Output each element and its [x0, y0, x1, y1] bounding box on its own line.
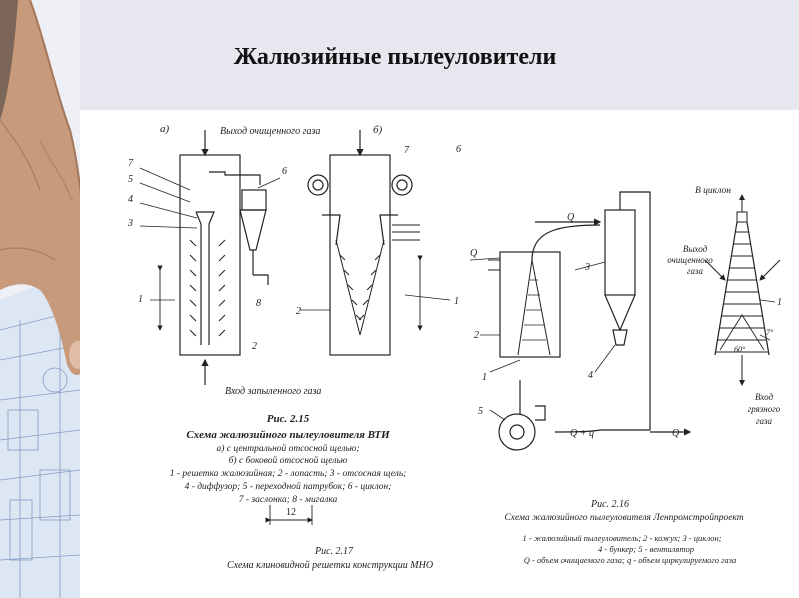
fig216-caption-title: Рис. 2.16: [590, 499, 629, 510]
cone-out-line1: Выход: [683, 244, 708, 254]
fig216-q-in: Q: [470, 248, 478, 259]
fig217-caption-title: Рис. 2.17: [314, 546, 354, 557]
fig215a-num-4: 4: [128, 194, 133, 205]
fig215b-num-6: 6: [456, 144, 461, 155]
cone-in-line3: газа: [756, 416, 773, 426]
fig216-diagram: [469, 191, 692, 451]
fig215a-num-2: 2: [252, 341, 257, 352]
fig215a-num-1: 1: [138, 294, 143, 305]
fig215a-num-3: 3: [127, 218, 133, 229]
title-band: [80, 0, 799, 110]
fig215-caption-line-a: а) с центральной отсосной щелью;: [216, 443, 359, 454]
cone-out-line2: очищенного: [667, 255, 713, 265]
cone-out-line3: газа: [687, 266, 704, 276]
fig215-caption-name: Схема жалюзийного пылеуловителя ВТИ: [186, 429, 390, 441]
fig215a-num-7: 7: [128, 158, 134, 169]
fig215-legend-3: 7 - заслонка; 8 - мигалка: [239, 495, 338, 505]
hand-illustration: [0, 0, 80, 598]
fig215b-num-1: 1: [454, 296, 459, 307]
fig216-q: Q: [567, 212, 575, 223]
fig216-num-3: 3: [584, 262, 590, 273]
fig215-label-a: а): [160, 123, 170, 135]
fig216-legend-2: 4 - бункер; 5 - вентилятор: [598, 544, 694, 554]
fig215a-num-6: 6: [282, 166, 287, 177]
fig216-num-4: 4: [588, 370, 593, 381]
cone-diagram: [704, 194, 781, 386]
cone-to-cyclone: В циклон: [695, 186, 731, 196]
slide-title: Жалюзийные пылеуловители: [233, 44, 557, 70]
fig215-caption-title: Рис. 2.15: [267, 413, 310, 425]
fig215a-diagram: [139, 130, 281, 385]
fig216-legend-3: Q - объем очищаемого газа; q - объем цир…: [524, 555, 736, 565]
fig216-caption-name: Схема жалюзийного пылеуловителя Ленпромс…: [504, 512, 743, 523]
fig216-num-2: 2: [474, 330, 479, 341]
fig215b-num-2: 2: [296, 306, 301, 317]
fig215a-num-8: 8: [256, 298, 261, 309]
fig215b-num-7: 7: [404, 145, 410, 156]
cone-in-line1: Вход: [755, 392, 774, 402]
fig215a-num-5: 5: [128, 174, 133, 185]
fig215-legend-2: 4 - диффузор; 5 - переходной патрубок; 6…: [185, 481, 392, 492]
fig217-caption-name: Схема клиновидной решетки конструкции МН…: [227, 560, 433, 571]
fig217-diagram: [265, 505, 313, 525]
fig216-num-5: 5: [478, 406, 483, 417]
fig216-q-out: Q: [672, 428, 680, 439]
cone-in-line2: грязного: [748, 404, 781, 414]
fig215-gas-out-label: Выход очищенного газа: [220, 126, 320, 137]
fig215-legend-1: 1 - решетка жалюзийная; 2 - лопасть; 3 -…: [170, 468, 407, 479]
fig215-caption-line-b: б) с боковой отсосной щелью: [229, 455, 348, 466]
fig216-num-1: 1: [482, 372, 487, 383]
fig215-gas-in-label: Вход запыленного газа: [225, 386, 321, 397]
cone-num-1: 1: [777, 297, 782, 308]
fig216-legend-1: 1 - жалюзийный пылеуловитель; 2 - кожух;…: [522, 533, 721, 543]
fig216-q-plus: Q + q: [570, 428, 594, 439]
fig215-label-b: б): [373, 124, 383, 136]
cone-angle-large: 60°: [734, 345, 746, 354]
hand-photo-strip: [0, 0, 80, 598]
fig215b-diagram: [300, 130, 451, 356]
fig217-dimension: 12: [286, 507, 296, 518]
cone-angle-small: 7°: [766, 328, 774, 337]
